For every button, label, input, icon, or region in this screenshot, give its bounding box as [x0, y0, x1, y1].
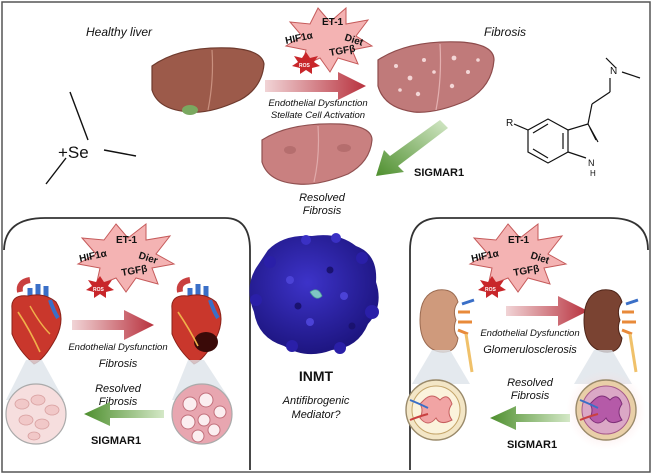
top-dysfunction-label: Endothelial Dysfunction: [268, 98, 367, 109]
inmt-label: INMT: [299, 368, 334, 384]
heart-dysfunction-label: Endothelial Dysfunction: [68, 342, 167, 353]
heart-resolve-arrow: [84, 402, 164, 426]
healthy-liver-label: Healthy liver: [86, 25, 153, 39]
sclerotic-kidney-icon: [583, 289, 639, 373]
healthy-heart-icon: [11, 277, 62, 365]
fibrotic-heart-tissue-icon: [171, 383, 233, 445]
kidney-fibrosis-arrow: [506, 296, 588, 326]
top-sigmar-label: SIGMAR1: [414, 167, 464, 179]
kidney-zoom-cone-left: [412, 350, 470, 384]
kidney-burst-et1: ET-1: [508, 235, 530, 246]
healthy-kidney-icon: [419, 289, 475, 373]
heart-burst-tgf: TGFβ: [121, 264, 149, 279]
healthy-liver-icon: [151, 47, 265, 115]
inmt-protein-structure: [249, 233, 379, 355]
resolved-liver-icon: [261, 123, 373, 185]
fibrotic-liver-icon: [377, 41, 495, 113]
liver-resolve-arrow: [376, 120, 448, 176]
heart-fibrosis-arrow: [72, 310, 154, 340]
heart-fibrosis-label: Fibrosis: [99, 358, 138, 370]
burst-tgf-label: TGFβ: [329, 44, 357, 59]
stellate-label: Stellate Cell Activation: [271, 110, 365, 121]
kidney-panel-border: [409, 217, 649, 470]
heart-burst-et1: ET-1: [116, 235, 138, 246]
burst-ros-label: ROS: [299, 63, 311, 69]
kidney-sigmar-label: SIGMAR1: [507, 439, 557, 451]
kidney-resolve-arrow: [490, 406, 570, 430]
kidney-burst-tgf: TGFβ: [513, 264, 541, 279]
selenium-structure: +Se: [45, 91, 137, 185]
fibrotic-heart-icon: [171, 277, 222, 365]
cytokine-burst-kidney: ET-1 Diet HIF1α TGFβ ROS: [468, 222, 568, 298]
resolved-line1: Resolved: [299, 192, 346, 204]
burst-et1-label: ET-1: [322, 17, 344, 28]
kidney-resolved-line1: Resolved: [507, 377, 554, 389]
kidney-resolved-line2: Fibrosis: [511, 390, 550, 402]
tryptamine-r-label: R: [506, 118, 513, 129]
cytokine-burst-top: ET-1 Diet HIF1α TGFβ ROS: [284, 6, 374, 74]
selenium-label: +Se: [58, 143, 89, 162]
tryptamine-nh-label: N: [588, 158, 595, 168]
glomerulo-label: Glomerulosclerosis: [483, 344, 577, 356]
heart-burst-ros: ROS: [93, 287, 105, 293]
liver-fibrosis-arrow: [265, 72, 366, 100]
heart-sigmar-label: SIGMAR1: [91, 435, 141, 447]
tryptamine-structure: [513, 57, 641, 164]
tryptamine-h-label: H: [590, 169, 596, 178]
sclerotic-glomerulus-icon: [566, 370, 646, 450]
kidney-dysfunction-label: Endothelial Dysfunction: [480, 328, 579, 339]
kidney-burst-ros: ROS: [485, 287, 497, 293]
healthy-heart-tissue-icon: [5, 383, 67, 445]
mediator-line2: Mediator?: [292, 409, 342, 421]
fibrosis-label: Fibrosis: [484, 25, 526, 39]
resolved-line2: Fibrosis: [303, 205, 342, 217]
cytokine-burst-heart: ET-1 Dier HIF1α TGFβ ROS: [76, 222, 176, 298]
healthy-glomerulus-icon: [405, 379, 467, 441]
heart-panel-border: [3, 217, 251, 470]
heart-resolved-line1: Resolved: [95, 383, 142, 395]
tryptamine-n-label: N: [610, 66, 617, 77]
mediator-line1: Antifibrogenic: [282, 395, 350, 407]
